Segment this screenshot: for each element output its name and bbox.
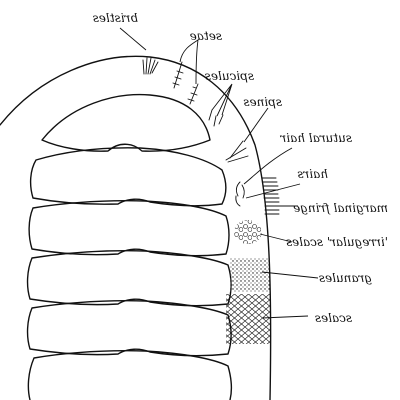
leader-scales — [261, 315, 309, 319]
label-spines: spines — [243, 95, 282, 109]
valve-2 — [29, 147, 227, 207]
leader-granules — [261, 271, 319, 279]
hairs-group — [235, 181, 245, 207]
label-setae: setae — [190, 29, 222, 43]
leader-spicules — [211, 83, 233, 117]
label-scales: scales — [315, 311, 352, 325]
valve-1 — [41, 93, 211, 152]
label-layer: bristles setae spicules spines sutural h… — [93, 11, 388, 325]
label-marginal-fringe: marginal fringe — [293, 201, 388, 215]
granules-patch — [230, 258, 271, 292]
label-bristles: bristles — [93, 11, 138, 25]
label-spicules: spicules — [205, 69, 254, 83]
marginal-fringe — [261, 177, 280, 215]
leader-irregular-scales — [259, 233, 293, 243]
setae-group — [172, 61, 199, 105]
leader-lines — [119, 27, 319, 319]
irregular-scales-patch — [234, 220, 262, 244]
shell-plates — [26, 93, 233, 400]
valve-4 — [26, 250, 232, 307]
leader-sutural-hair — [243, 147, 293, 185]
valve-3 — [28, 200, 230, 257]
valve-6 — [27, 350, 233, 400]
valve-5 — [26, 300, 232, 357]
label-sutural-hair: sutural hair — [279, 131, 352, 145]
spines-group — [225, 140, 249, 163]
label-granules: granules — [319, 271, 372, 285]
label-irregular-scales: 'irregular' scales — [286, 235, 388, 249]
leader-bristles — [119, 27, 147, 51]
spicules-group — [208, 109, 224, 127]
leader-setae — [179, 39, 199, 85]
leader-spines — [243, 107, 269, 143]
label-hairs: hairs — [297, 167, 328, 181]
scales-patch — [226, 294, 271, 344]
leader-hairs — [245, 183, 301, 199]
bristles-tuft — [142, 57, 159, 75]
